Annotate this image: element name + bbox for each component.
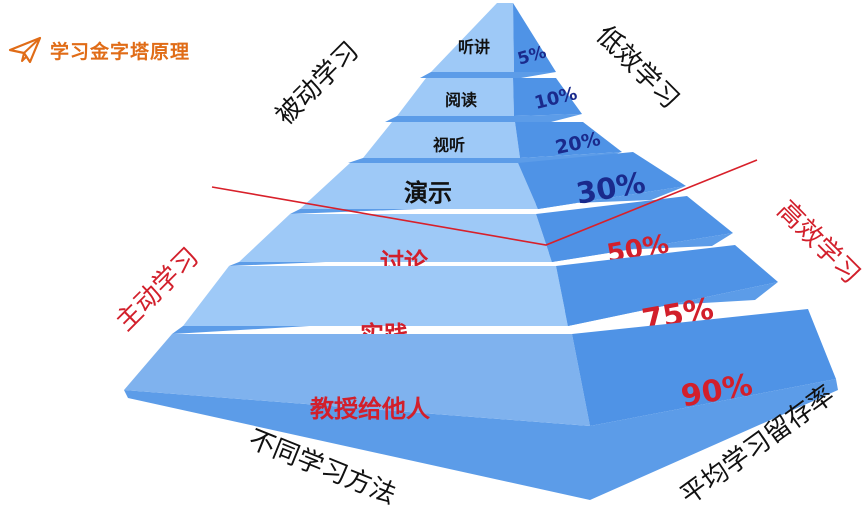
layer-front-face <box>397 78 514 116</box>
layer-method-label: 阅读 <box>445 91 477 110</box>
paper-plane-icon <box>8 36 42 64</box>
page-title: 学习金字塔原理 <box>50 40 191 63</box>
layer-right-face <box>536 196 733 262</box>
layer-right-face <box>515 122 622 158</box>
layer-right-face <box>556 245 778 326</box>
layer-method-label: 视听 <box>433 136 465 155</box>
layer-ledge <box>124 379 838 500</box>
low-efficiency-label: 低效学习 <box>590 20 685 115</box>
layer-front-face <box>300 163 538 209</box>
title-block: 学习金字塔原理 <box>8 36 190 64</box>
layer-front-face <box>239 214 552 262</box>
layer-right-face <box>518 152 686 209</box>
pyramid-layer-6: 实践75% <box>172 245 778 349</box>
layer-right-face <box>513 78 582 116</box>
layer-method-label: 演示 <box>404 179 452 207</box>
layer-front-face <box>431 3 514 72</box>
layer-front-face <box>183 266 568 326</box>
layer-ledge <box>420 72 556 78</box>
layer-front-face <box>124 334 590 426</box>
high-efficiency-label: 高效学习 <box>771 195 866 290</box>
layer-method-label: 教授给他人 <box>310 395 430 423</box>
layer-front-face <box>363 122 520 158</box>
passive-learning-label: 被动学习 <box>270 36 365 131</box>
divider-line <box>211 159 758 246</box>
layer-method-label: 听讲 <box>458 38 490 57</box>
layer-right-face <box>572 309 836 426</box>
layer-right-face <box>513 3 556 72</box>
